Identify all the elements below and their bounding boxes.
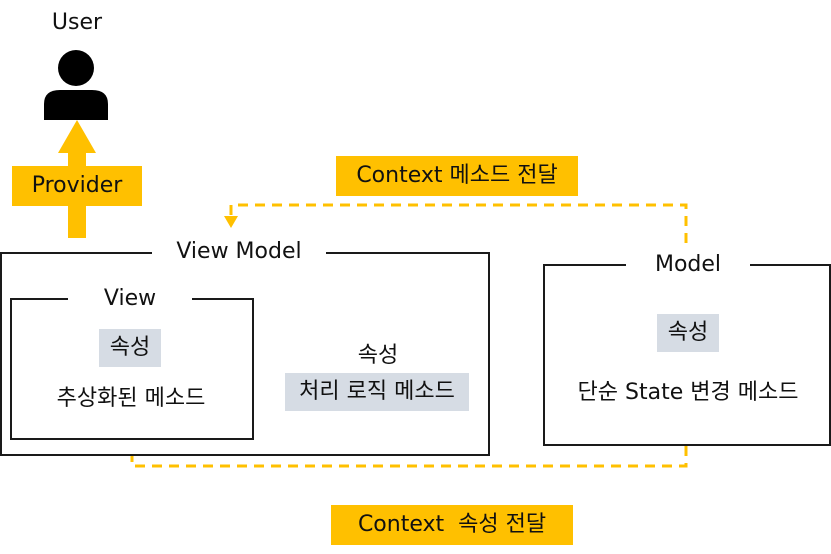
method-transfer-connector (229, 203, 688, 243)
model-attribute-chip: 속성 (657, 314, 719, 352)
view-box (10, 298, 254, 440)
view-title: View (68, 284, 192, 314)
model-state-method: 단순 State 변경 메소드 (577, 380, 799, 405)
attribute-transfer-banner: Context 속성 전달 (331, 505, 573, 545)
model-box (543, 264, 831, 446)
user-label: User (51, 10, 103, 35)
user-icon (44, 50, 108, 120)
method-transfer-banner: Context 메소드 전달 (336, 156, 578, 196)
view-model-logic-method-chip: 처리 로직 메소드 (285, 373, 469, 411)
attribute-transfer-connector (130, 446, 688, 468)
view-model-title: View Model (152, 237, 326, 267)
view-attribute-chip: 속성 (99, 329, 161, 367)
model-title: Model (626, 250, 750, 280)
view-model-attribute: 속성 (357, 343, 399, 368)
view-abstract-method: 추상화된 메소드 (56, 386, 206, 411)
method-transfer-arrowhead (224, 216, 238, 228)
provider-banner: Provider (12, 166, 142, 206)
